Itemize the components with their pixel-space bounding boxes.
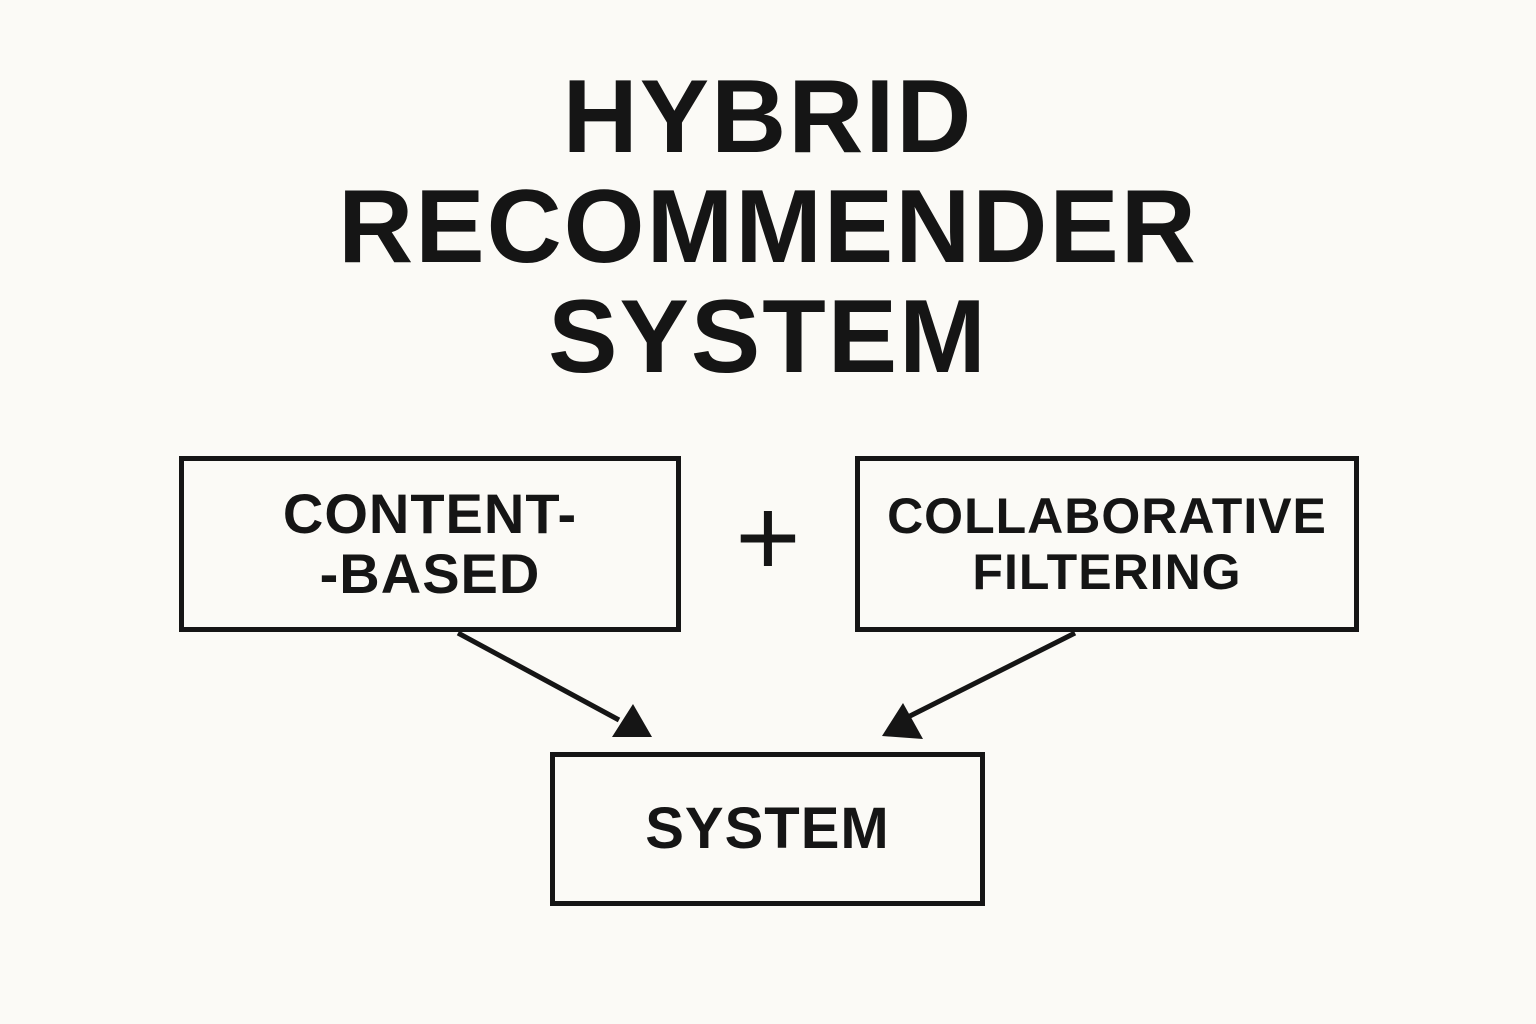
arrow-line-right (896, 630, 1077, 725)
plus-operator: + (735, 475, 801, 600)
title-line-2: RECOMMENDER (338, 169, 1198, 285)
arrowhead-right-icon (882, 703, 923, 739)
collaborative-line-2: FILTERING (972, 544, 1242, 600)
collaborative-filtering-label: COLLABORATIVE FILTERING (887, 488, 1327, 600)
arrow-collaborative-to-system (882, 630, 1077, 739)
arrow-line-left (456, 630, 621, 723)
content-based-line-2: -BASED (319, 542, 541, 605)
system-box: SYSTEM (550, 752, 985, 906)
content-based-line-1: CONTENT- (282, 482, 578, 545)
collaborative-line-1: COLLABORATIVE (887, 488, 1327, 544)
content-based-box: CONTENT- -BASED (179, 456, 681, 632)
content-based-label: CONTENT- -BASED (283, 484, 577, 604)
system-label: SYSTEM (645, 796, 890, 861)
collaborative-filtering-box: COLLABORATIVE FILTERING (855, 456, 1359, 632)
diagram-title: HYBRID RECOMMENDER SYSTEM (0, 62, 1536, 392)
title-line-3: SYSTEM (548, 279, 988, 395)
arrowhead-left-icon (612, 704, 652, 737)
arrow-content-to-system (456, 630, 652, 737)
title-line-1: HYBRID (562, 59, 974, 175)
